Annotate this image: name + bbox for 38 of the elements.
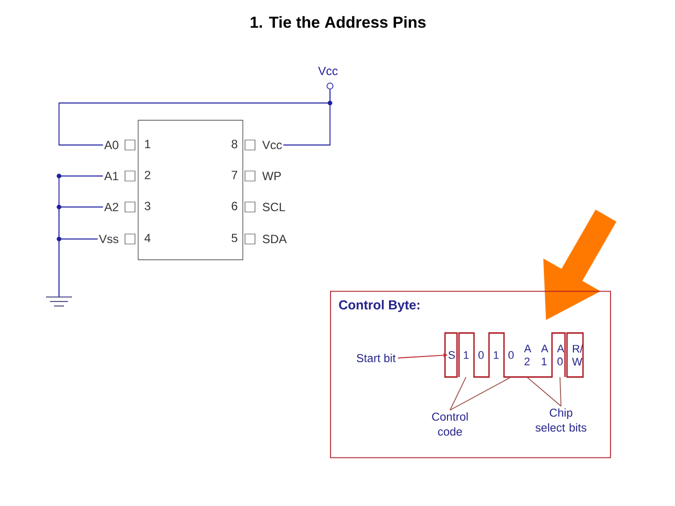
callout-text: Control code: [432, 412, 468, 436]
title: 1. Tie the Address Pins: [250, 16, 426, 28]
pin-number: 4: [144, 234, 150, 242]
pin-number: 7: [232, 170, 238, 180]
pin-number: 5: [232, 234, 238, 242]
callout-text: Start bit: [356, 354, 396, 362]
pin-label: A2: [104, 202, 118, 212]
pin-label: A0: [104, 140, 118, 150]
leader-line: [526, 376, 562, 407]
ground-symbol: [46, 296, 72, 306]
callout-text: Chip select bits: [536, 408, 586, 432]
pin-number: 1: [145, 140, 150, 148]
pin-label: Vss: [98, 234, 118, 244]
pin-label: Vcc: [262, 140, 282, 150]
leader-line: [560, 376, 562, 407]
pin-label: SDA: [262, 234, 287, 244]
bit-label: 1: [464, 351, 469, 359]
wire: [282, 88, 330, 146]
bit-label: 1: [494, 351, 499, 359]
leader-line: [450, 376, 512, 411]
pin-label: SCL: [262, 202, 286, 212]
pin-number: 8: [232, 140, 238, 148]
bit-label: 0: [478, 351, 484, 359]
bit-label: A 0: [557, 344, 564, 366]
pin-number: 3: [144, 202, 150, 210]
bit-label: R/ W: [572, 344, 583, 366]
pin-label: A1: [104, 172, 118, 180]
pin-number: 6: [232, 202, 238, 210]
chip-box: [138, 120, 244, 260]
terminal-label: Vcc: [318, 66, 338, 76]
bit-label: S: [448, 351, 455, 359]
bit-label: A 2: [524, 344, 532, 366]
bit-label: 0: [508, 351, 514, 359]
pin-number: 2: [144, 170, 150, 180]
bit-label: A 1: [541, 344, 548, 366]
leader-line: [450, 376, 466, 411]
pin-label: WP: [262, 172, 281, 180]
wire: [58, 238, 98, 298]
